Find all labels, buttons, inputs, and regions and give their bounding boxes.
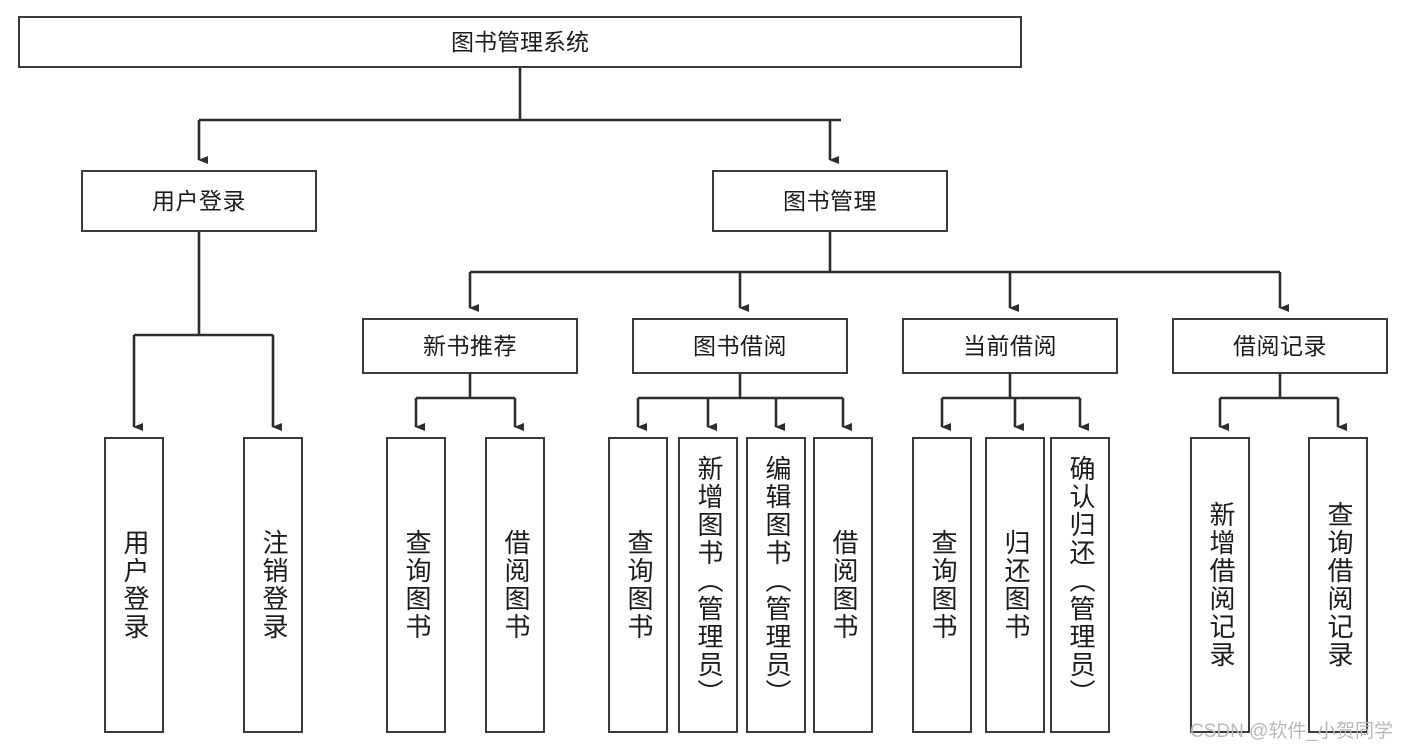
node-book-management[interactable]: 图书管理 (712, 170, 948, 232)
node-label: 图书管理系统 (451, 28, 589, 55)
node-leaf-add-borrow-record[interactable]: 新增借阅记录 (1190, 437, 1250, 733)
node-label: 编辑图书（管理员） (761, 455, 792, 707)
node-label: 借阅图书 (828, 529, 859, 641)
node-leaf-edit-book-admin[interactable]: 编辑图书（管理员） (746, 437, 806, 733)
node-leaf-return-book[interactable]: 归还图书 (985, 437, 1045, 733)
node-label: 借阅记录 (1233, 332, 1327, 359)
node-book-management-system[interactable]: 图书管理系统 (18, 16, 1022, 68)
node-label: 新增图书（管理员） (693, 455, 724, 707)
node-leaf-query-book-borrow[interactable]: 查询图书 (608, 437, 668, 733)
node-current-borrowing[interactable]: 当前借阅 (902, 318, 1118, 374)
node-label: 当前借阅 (963, 332, 1057, 359)
node-label: 注销登录 (258, 529, 289, 641)
node-leaf-logout[interactable]: 注销登录 (243, 437, 303, 733)
node-label: 图书借阅 (693, 332, 787, 359)
node-label: 归还图书 (1000, 529, 1031, 641)
node-book-borrowing[interactable]: 图书借阅 (632, 318, 848, 374)
node-label: 新书推荐 (423, 332, 517, 359)
node-leaf-confirm-return-admin[interactable]: 确认归还（管理员） (1050, 437, 1110, 733)
node-leaf-user-login[interactable]: 用户登录 (104, 437, 164, 733)
node-new-book-recommendation[interactable]: 新书推荐 (362, 318, 578, 374)
node-user-login[interactable]: 用户登录 (81, 170, 317, 232)
node-label: 借阅图书 (500, 529, 531, 641)
node-label: 查询图书 (401, 529, 432, 641)
node-borrowing-record[interactable]: 借阅记录 (1172, 318, 1388, 374)
node-leaf-borrow-book-rec[interactable]: 借阅图书 (485, 437, 545, 733)
node-label: 图书管理 (783, 187, 877, 214)
node-leaf-add-book-admin[interactable]: 新增图书（管理员） (678, 437, 738, 733)
node-leaf-query-borrow-record[interactable]: 查询借阅记录 (1308, 437, 1368, 733)
node-label: 用户登录 (119, 529, 150, 641)
node-label: 新增借阅记录 (1205, 501, 1236, 669)
node-label: 查询图书 (927, 529, 958, 641)
node-label: 用户登录 (152, 187, 246, 214)
node-label: 确认归还（管理员） (1065, 455, 1096, 707)
node-label: 查询借阅记录 (1323, 501, 1354, 669)
node-leaf-query-book-current[interactable]: 查询图书 (912, 437, 972, 733)
node-leaf-query-book-rec[interactable]: 查询图书 (386, 437, 446, 733)
node-label: 查询图书 (623, 529, 654, 641)
node-leaf-borrow-book[interactable]: 借阅图书 (813, 437, 873, 733)
